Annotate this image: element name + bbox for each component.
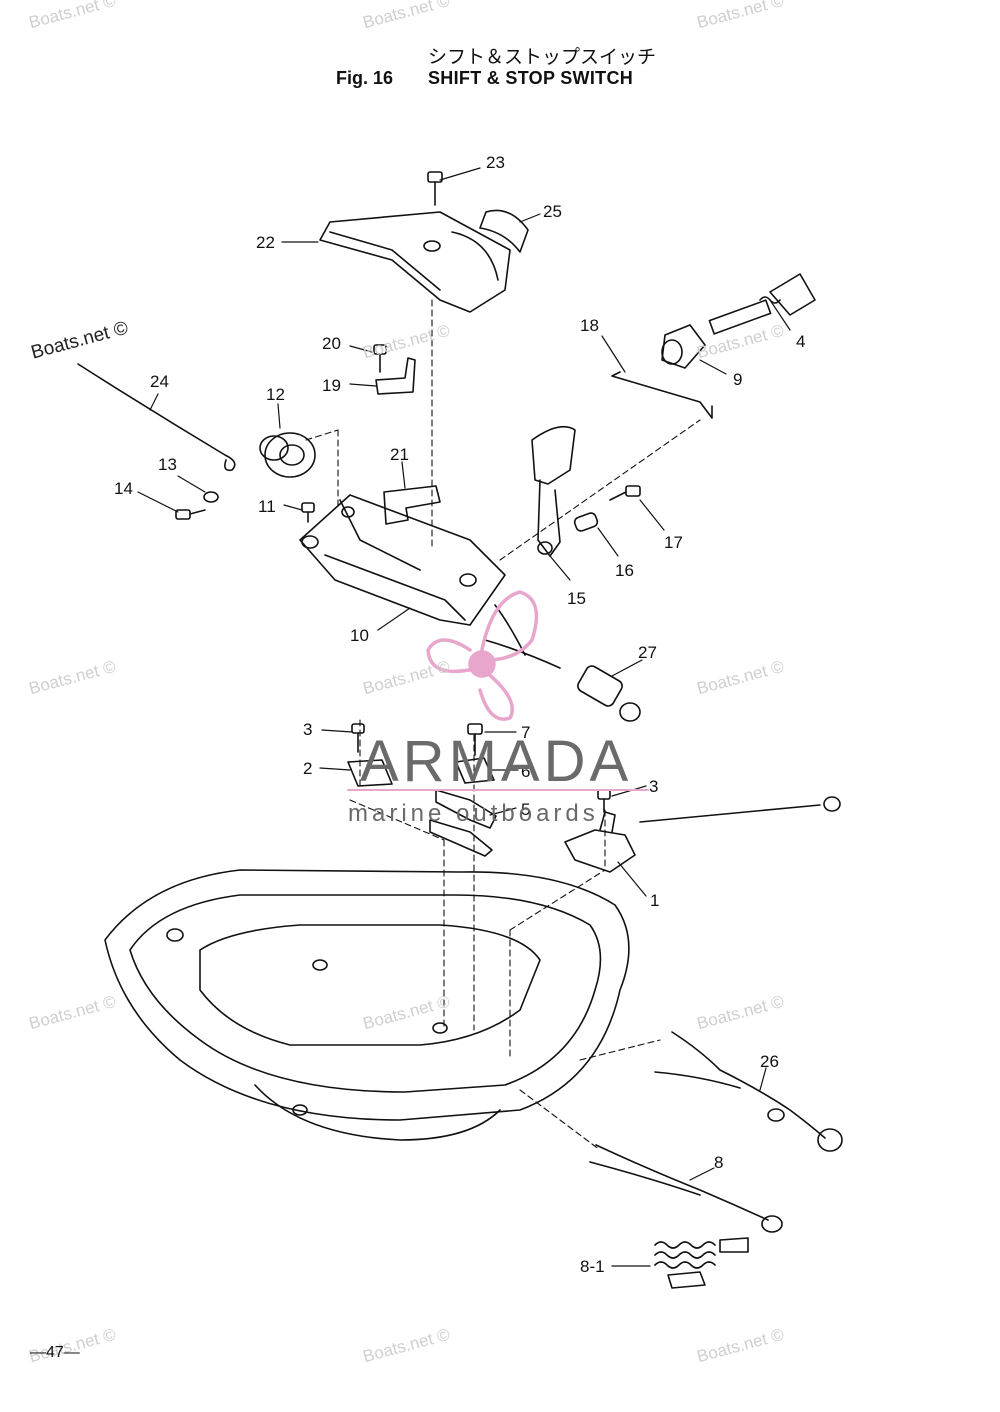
callout-18: 18 bbox=[580, 316, 599, 335]
part-4-shift-rod bbox=[708, 273, 816, 335]
callout-3-upper: 3 bbox=[303, 720, 313, 739]
callout-21: 21 bbox=[390, 445, 409, 464]
callout-3-lower: 3 bbox=[649, 777, 659, 796]
callout-2: 2 bbox=[303, 759, 313, 778]
bottom-cowl bbox=[104, 869, 630, 1141]
callout-25: 25 bbox=[543, 202, 562, 221]
brand-name: ARMADA bbox=[360, 729, 633, 794]
callout-6: 6 bbox=[521, 762, 531, 781]
part-3-bolt-upper bbox=[351, 723, 365, 753]
part-22-cover bbox=[319, 211, 511, 313]
part-5-clip bbox=[429, 789, 497, 857]
part-23-bolt bbox=[427, 171, 443, 206]
part-19-bracket bbox=[375, 357, 416, 395]
callout-13: 13 bbox=[158, 455, 177, 474]
part-16-collar bbox=[573, 512, 599, 532]
callout-14: 14 bbox=[114, 479, 133, 498]
callout-16: 16 bbox=[615, 561, 634, 580]
callout-8-1: 8-1 bbox=[580, 1257, 605, 1276]
brand-logo-propeller bbox=[426, 590, 539, 721]
callout-19: 19 bbox=[322, 376, 341, 395]
callout-7: 7 bbox=[521, 723, 531, 742]
part-2-plate bbox=[347, 759, 393, 787]
part-13-washer bbox=[203, 491, 219, 503]
part-24-rod bbox=[77, 363, 236, 472]
figure-label: Fig. 16 bbox=[336, 68, 394, 88]
part-26-stop-switch-cable bbox=[654, 1031, 843, 1152]
part-17-bolt bbox=[609, 485, 641, 501]
part-12-pulley bbox=[259, 432, 316, 478]
part-15-shift-lever bbox=[531, 425, 576, 557]
part-14-bolt bbox=[175, 509, 206, 520]
part-7-bolt bbox=[467, 723, 483, 756]
callout-10: 10 bbox=[350, 626, 369, 645]
page-number: —47— bbox=[30, 1344, 80, 1361]
part-25-strip bbox=[479, 209, 529, 253]
callout-26: 26 bbox=[760, 1052, 779, 1071]
callout-20: 20 bbox=[322, 334, 341, 353]
part-18-rod bbox=[611, 371, 713, 419]
part-9-cam bbox=[661, 324, 706, 369]
leader-lines bbox=[137, 167, 791, 1267]
callout-15: 15 bbox=[567, 589, 586, 608]
part-8-1-lanyard bbox=[654, 1237, 749, 1289]
callout-23: 23 bbox=[486, 153, 505, 172]
callout-9: 9 bbox=[733, 370, 743, 389]
part-21-plate bbox=[383, 485, 441, 525]
japanese-title: シフト＆ストップスイッチ bbox=[428, 46, 657, 68]
callout-11: 11 bbox=[258, 497, 276, 516]
diagram-title: SHIFT & STOP SWITCH bbox=[428, 68, 634, 88]
brand-tagline: marine outboards bbox=[348, 800, 599, 827]
part-1-bracket bbox=[564, 796, 841, 873]
part-27-neutral-switch bbox=[484, 604, 641, 722]
part-10-bracket bbox=[299, 494, 506, 626]
part-8-stop-switch bbox=[589, 1144, 783, 1233]
callout-5: 5 bbox=[521, 800, 531, 819]
callout-12: 12 bbox=[266, 385, 285, 404]
callout-22: 22 bbox=[256, 233, 275, 252]
part-11-bolt bbox=[301, 502, 315, 523]
callout-1: 1 bbox=[650, 891, 660, 910]
part-6-plate bbox=[455, 757, 495, 784]
callout-27: 27 bbox=[638, 643, 657, 662]
callout-24: 24 bbox=[150, 372, 169, 391]
callout-8: 8 bbox=[714, 1153, 724, 1172]
part-20-bolt bbox=[373, 344, 387, 373]
callout-4: 4 bbox=[796, 332, 806, 351]
callout-17: 17 bbox=[664, 533, 683, 552]
